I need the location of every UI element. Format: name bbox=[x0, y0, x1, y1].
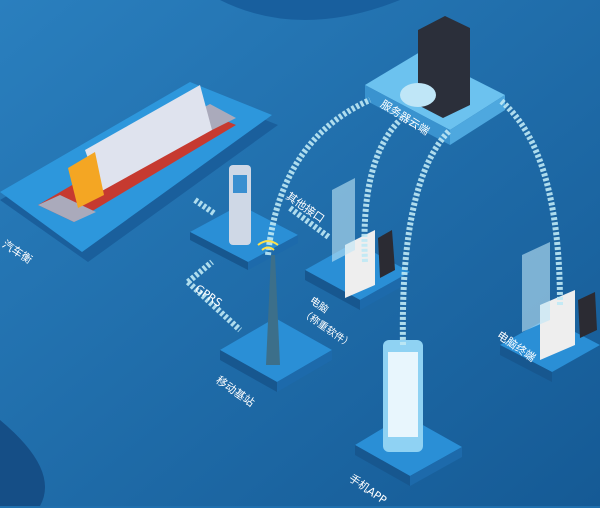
link-gprs bbox=[185, 259, 243, 333]
bg-shape bbox=[220, 0, 400, 20]
cloud-platform bbox=[365, 16, 505, 145]
connection-links bbox=[185, 97, 563, 346]
truck-container bbox=[85, 85, 212, 192]
base-station-platform bbox=[220, 255, 332, 392]
link-other-interface bbox=[288, 205, 332, 241]
wifi-signal-icon bbox=[257, 240, 279, 251]
phone-platform bbox=[355, 340, 462, 486]
tower bbox=[266, 255, 280, 365]
truck-cab bbox=[68, 152, 104, 208]
pc-tower bbox=[378, 230, 395, 278]
link-tower-cloud bbox=[265, 97, 372, 256]
computer-platform bbox=[305, 178, 410, 310]
cloud-icon bbox=[400, 83, 436, 107]
truck-scale-platform bbox=[0, 82, 278, 262]
bg-shape bbox=[0, 420, 45, 506]
link-terminal-cloud bbox=[498, 97, 563, 306]
link-phone-cloud bbox=[399, 127, 453, 346]
pc-tower bbox=[578, 292, 597, 338]
link-computer-cloud bbox=[361, 117, 403, 263]
link-scale-kiosk bbox=[193, 197, 217, 217]
terminal-platform bbox=[500, 242, 600, 382]
